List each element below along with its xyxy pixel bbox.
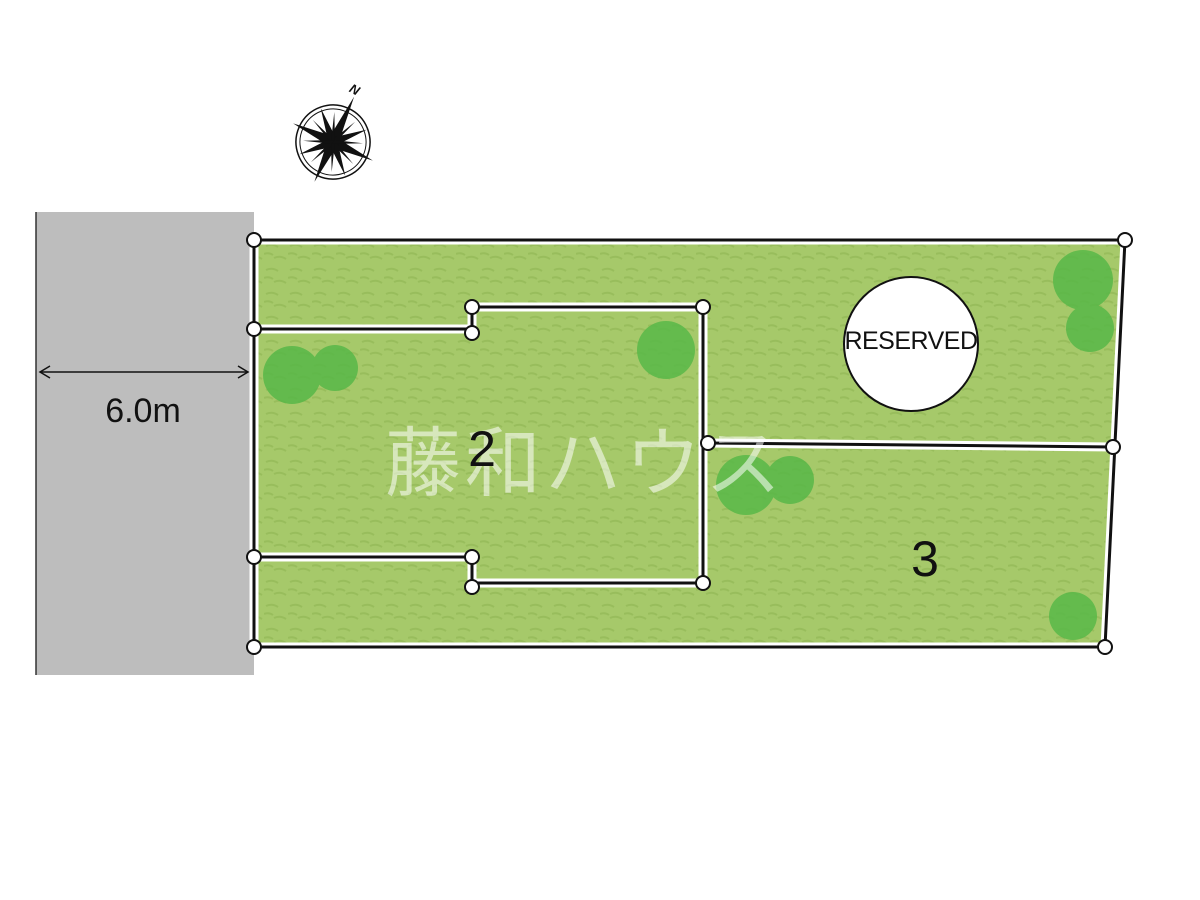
boundary-marker	[695, 299, 711, 315]
boundary-marker	[695, 575, 711, 591]
compass-icon	[293, 96, 373, 182]
tree	[263, 346, 321, 404]
boundary-marker	[464, 579, 480, 595]
boundary-marker	[246, 549, 262, 565]
road-width-arrow	[38, 365, 250, 379]
reserved-label: RESERVED	[844, 327, 978, 355]
boundary-marker	[464, 549, 480, 565]
reserved-circle	[843, 276, 979, 412]
tree	[1053, 250, 1113, 310]
boundary-markers	[246, 232, 1133, 655]
road	[36, 212, 254, 675]
boundary-marker	[1105, 439, 1121, 455]
trees	[263, 250, 1114, 640]
tree	[1066, 304, 1114, 352]
tree	[312, 345, 358, 391]
lot-number-3: 3	[911, 531, 939, 587]
tree	[1049, 592, 1097, 640]
road-width-label: 6.0m	[105, 392, 181, 430]
boundary-marker	[246, 232, 262, 248]
tree	[716, 455, 776, 515]
boundary-marker	[464, 299, 480, 315]
watermark: 藤和ハウス	[385, 419, 785, 508]
lot-number-2: 2	[468, 421, 496, 477]
boundary-marker	[464, 325, 480, 341]
tree	[766, 456, 814, 504]
boundary-marker	[1117, 232, 1133, 248]
boundary-marker	[246, 321, 262, 337]
boundary-marker	[700, 435, 716, 451]
boundary-marker	[246, 639, 262, 655]
boundary-marker	[1097, 639, 1113, 655]
tree	[637, 321, 695, 379]
